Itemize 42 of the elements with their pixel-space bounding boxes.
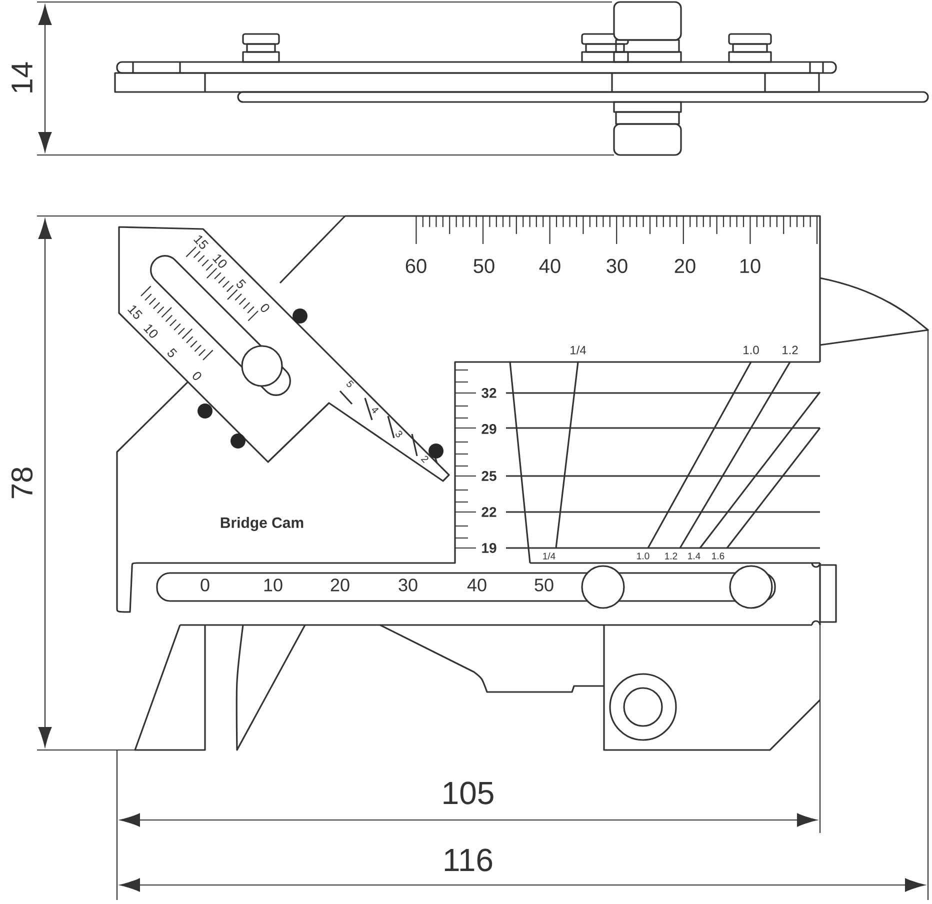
scale-number: 1/4	[570, 346, 586, 354]
model-label: Bridge Cam	[220, 516, 304, 532]
scale-number: 1.6	[712, 552, 724, 560]
scale-number: 50	[534, 578, 554, 592]
scale-number: 22	[482, 507, 496, 517]
scale-number: 10	[740, 258, 760, 274]
scale-number: 25	[482, 471, 496, 481]
scale-number: 0	[260, 304, 270, 312]
scale-number: 1.2	[782, 346, 798, 354]
scale-number: 1.0	[744, 346, 759, 354]
scale-number: 5	[168, 348, 178, 358]
scale-number: 10	[264, 578, 282, 592]
scale-number: 1/4	[543, 552, 556, 560]
scale-number: 30	[398, 578, 418, 592]
scale-number: 15	[128, 305, 142, 319]
scale-number: 1.2	[665, 552, 678, 560]
scale-number: 10	[212, 254, 227, 268]
scale-number: 5	[236, 279, 246, 288]
scale-number: 20	[330, 578, 350, 592]
scale-number: 3	[396, 430, 402, 438]
scale-number: 10	[144, 324, 158, 338]
scale-number: 0	[192, 372, 202, 380]
scale-number: 2	[420, 456, 428, 464]
scale-number: 30	[606, 258, 628, 274]
scale-number: 19	[482, 543, 496, 553]
dimension-value: 78	[11, 468, 33, 498]
scale-number: 5	[346, 380, 354, 388]
dimension-value: 14	[12, 62, 32, 92]
scale-number: 4	[372, 408, 379, 414]
scale-number: 15	[194, 235, 208, 249]
scale-number: 1.0	[637, 552, 650, 560]
scale-number: 32	[482, 388, 496, 398]
dimension-value: 116	[444, 848, 492, 872]
scale-number: 1.4	[688, 552, 700, 560]
scale-number: 20	[674, 258, 696, 274]
scale-number: 40	[539, 258, 560, 274]
scale-number: 60	[406, 258, 426, 274]
scale-number: 40	[467, 578, 486, 592]
scale-number: 29	[482, 424, 496, 434]
scale-number: 50	[474, 258, 494, 274]
dimension-value: 105	[444, 782, 494, 804]
scale-number: 0	[200, 578, 210, 592]
